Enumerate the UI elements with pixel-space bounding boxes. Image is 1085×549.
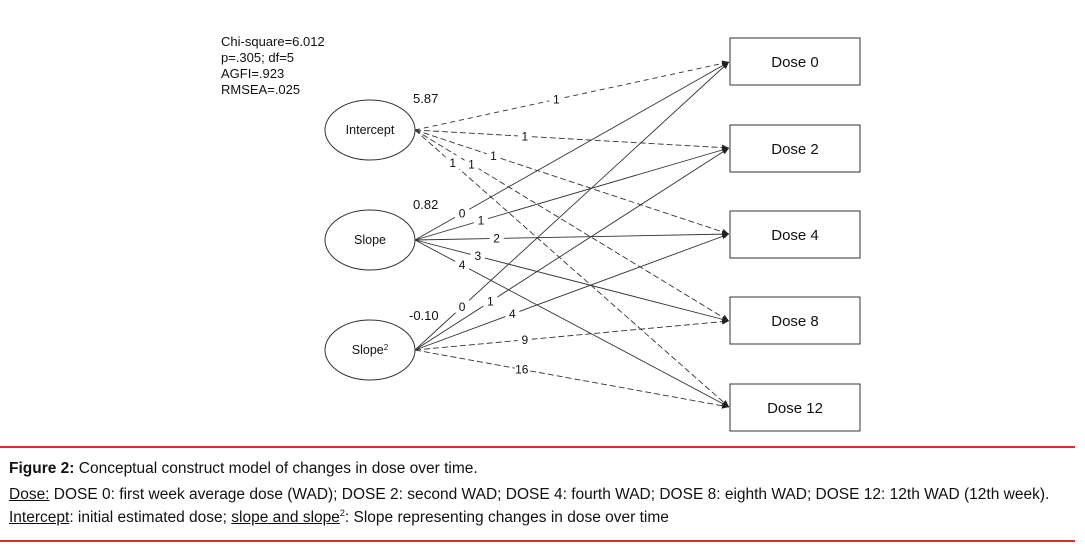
path-label-slope-dose-1: 1 [478, 214, 485, 228]
path-slope-to-dose-2 [414, 231, 730, 241]
intercept-label: Intercept [9, 509, 70, 527]
path-intercept-to-dose-4 [414, 129, 730, 408]
growth-model-diagram: Chi-square=6.012 p=.305; df=5 AGFI=.923 … [221, 34, 861, 432]
slope-label: slope and slope [231, 509, 340, 527]
observed-label: Dose 0 [771, 54, 819, 71]
path-label-slope2-dose-2: 4 [509, 307, 516, 321]
path-label-slope-dose-0: 0 [459, 206, 466, 220]
observed-layer: Dose 0 Dose 2 Dose 4 Dose 8 Dose 12 [729, 37, 861, 432]
p-df-stat: p=.305; df=5 [221, 50, 294, 65]
path-label-intercept-dose-0: 1 [553, 92, 560, 106]
observed-label: Dose 12 [767, 400, 823, 417]
path-label-bg [517, 128, 532, 143]
path-intercept-to-dose-3 [414, 129, 730, 322]
latent-label: Intercept [346, 123, 395, 137]
observed-label: Dose 4 [771, 227, 819, 244]
path-intercept-to-dose-2 [414, 129, 730, 235]
observed-dose-0: Dose 0 [729, 37, 861, 86]
path-label-bg [455, 205, 470, 220]
path-label-slope2-dose-0: 0 [459, 300, 466, 314]
observed-box [729, 210, 861, 259]
path-label-bg [483, 293, 498, 308]
latent-variance: 5.87 [413, 91, 438, 106]
fit-statistics: Chi-square=6.012 p=.305; df=5 AGFI=.923 … [221, 34, 325, 97]
path-label-bg [517, 331, 532, 346]
caption-title-line: Figure 2: Conceptual construct model of … [9, 460, 478, 478]
path-label-slope2-dose-3: 9 [522, 333, 529, 347]
dose-description: DOSE 0: first week average dose (WAD); D… [49, 486, 1050, 503]
path-label-bg [455, 298, 470, 313]
observed-box [729, 37, 861, 86]
path-label-bg [464, 156, 479, 171]
path-label-slope-dose-2: 2 [493, 231, 500, 245]
path-slope-to-dose-1 [414, 147, 730, 241]
observed-box [729, 383, 861, 432]
path-label-slope2-dose-1: 1 [487, 295, 494, 309]
latent-variance: -0.10 [409, 308, 439, 323]
path-label-slope2-dose-4: 16 [515, 362, 529, 376]
path-slope2-to-dose-1 [414, 147, 730, 351]
path-label-bg [549, 91, 564, 106]
latent-ellipse [324, 209, 416, 271]
observed-box [729, 124, 861, 173]
agfi-stat: AGFI=.923 [221, 66, 284, 81]
path-intercept-to-dose-1 [414, 129, 730, 151]
latent-ellipse [324, 99, 416, 161]
rmsea-stat: RMSEA=.025 [221, 82, 300, 97]
figure-label: Figure 2: [9, 460, 75, 477]
caption-intercept-line: Intercept: initial estimated dose; slope… [9, 508, 669, 527]
latent-intercept: Intercept 5.87 [324, 91, 438, 161]
path-label-bg [455, 257, 470, 272]
path-label-bg [470, 248, 485, 263]
latent-slope2: Slope2 -0.10 [324, 308, 439, 381]
path-label-bg [505, 306, 520, 321]
path-label-slope-dose-3: 3 [474, 249, 481, 263]
path-label-bg [489, 230, 504, 245]
intercept-description: : initial estimated dose; [69, 509, 232, 527]
observed-label: Dose 8 [771, 313, 819, 330]
latent-ellipse [324, 319, 416, 381]
path-slope2-to-dose-2 [414, 233, 730, 351]
path-label-slope-dose-4: 4 [459, 258, 466, 272]
observed-box [729, 296, 861, 345]
path-label-bg [514, 361, 529, 376]
path-label-bg [486, 148, 501, 162]
observed-dose-3: Dose 8 [729, 296, 861, 345]
figure-title: Conceptual construct model of changes in… [74, 460, 478, 477]
path-label-intercept-dose-1: 1 [522, 129, 529, 143]
observed-dose-2: Dose 4 [729, 210, 861, 259]
path-slope-to-dose-3 [414, 239, 730, 323]
slope-superscript: 2 [339, 508, 345, 518]
slope-description: : Slope representing changes in dose ove… [344, 509, 669, 527]
path-label-intercept-dose-4: 1 [449, 156, 456, 170]
observed-label: Dose 2 [771, 141, 819, 158]
path-label-bg [445, 155, 460, 170]
observed-dose-4: Dose 12 [729, 383, 861, 432]
path-slope2-to-dose-3 [414, 318, 730, 351]
path-intercept-to-dose-0 [414, 60, 730, 131]
path-slope2-to-dose-4 [414, 349, 730, 409]
path-label-intercept-dose-3: 1 [468, 157, 475, 171]
dose-label: Dose: [9, 486, 50, 503]
latent-variance: 0.82 [413, 197, 438, 212]
latent-label: Slope [354, 233, 386, 247]
observed-dose-1: Dose 2 [729, 124, 861, 173]
latent-slope: Slope 0.82 [324, 197, 438, 271]
path-label-intercept-dose-2: 1 [490, 149, 497, 163]
figure-caption: Figure 2: Conceptual construct model of … [0, 446, 1075, 542]
path-label-bg [473, 212, 488, 227]
latent-label: Slope2 [352, 343, 389, 358]
caption-dose-line: Dose: DOSE 0: first week average dose (W… [9, 486, 1049, 504]
chi-square-stat: Chi-square=6.012 [221, 34, 325, 49]
